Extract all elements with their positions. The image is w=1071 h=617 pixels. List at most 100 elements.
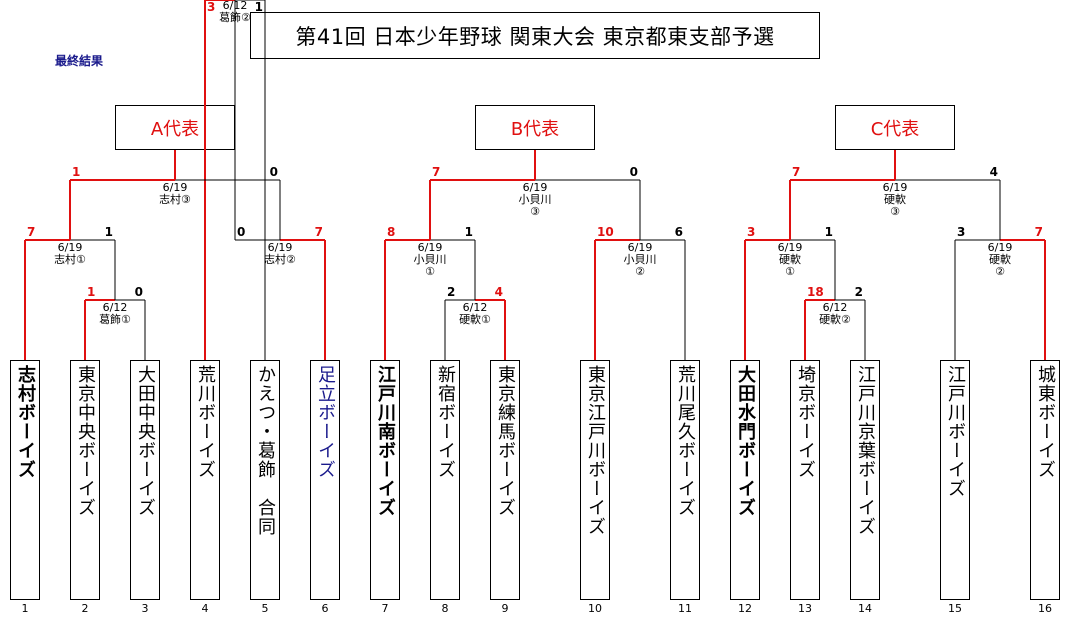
match-venue: 志村② — [264, 253, 296, 266]
score-left: 0 — [237, 225, 246, 239]
score-right: 0 — [134, 285, 143, 299]
score-right: 6 — [674, 225, 683, 239]
title-text: 第41回 日本少年野球 関東大会 東京都東支部予選 — [295, 24, 775, 49]
match-date: 6/19 — [417, 241, 443, 254]
score-right: 7 — [314, 225, 323, 239]
team-box: 江戸川南ボーイズ — [370, 360, 400, 600]
score-left: 3 — [207, 0, 216, 14]
team-name: 足立ボーイズ — [315, 365, 336, 479]
score-right: 1 — [824, 225, 833, 239]
match-date: 6/12 — [822, 301, 848, 314]
match-date: 6/19 — [987, 241, 1013, 254]
team-name: かえつ・葛飾 合同 — [255, 365, 276, 536]
team-box: 東京江戸川ボーイズ — [580, 360, 610, 600]
score-left: 3 — [747, 225, 756, 239]
team-number: 5 — [261, 602, 269, 615]
team-name: 荒川ボーイズ — [195, 365, 216, 479]
team-name: 東京練馬ボーイズ — [495, 365, 516, 517]
match-date: 6/19 — [57, 241, 83, 254]
match-venue: 葛飾① — [99, 313, 131, 326]
team-box: 城東ボーイズ — [1030, 360, 1060, 600]
team-box: 志村ボーイズ — [10, 360, 40, 600]
match-venue: 小貝川 ① — [413, 253, 447, 278]
match-date: 6/19 — [522, 181, 548, 194]
match-venue: 葛飾② — [219, 11, 251, 24]
match-date: 6/12 — [462, 301, 488, 314]
match-venue: 志村① — [54, 253, 86, 266]
score-right: 0 — [629, 165, 638, 179]
team-name: 東京中央ボーイズ — [75, 365, 96, 517]
match-venue: 小貝川 ③ — [518, 193, 552, 218]
team-box: 新宿ボーイズ — [430, 360, 460, 600]
representative-c-box: C代表 — [835, 105, 955, 150]
team-number: 2 — [81, 602, 89, 615]
team-box: 大田中央ボーイズ — [130, 360, 160, 600]
team-number: 1 — [21, 602, 29, 615]
team-number: 6 — [321, 602, 329, 615]
match-date: 6/19 — [777, 241, 803, 254]
score-left: 7 — [432, 165, 441, 179]
team-box: 江戸川ボーイズ — [940, 360, 970, 600]
match-venue: 硬軟② — [819, 313, 851, 326]
team-number: 4 — [201, 602, 209, 615]
representative-b-box: B代表 — [475, 105, 595, 150]
final-results-label: 最終結果 — [55, 54, 104, 68]
score-right: 4 — [989, 165, 998, 179]
team-name: 東京江戸川ボーイズ — [585, 365, 606, 536]
match-date: 6/19 — [882, 181, 908, 194]
score-left: 18 — [807, 285, 824, 299]
match-venue: 志村③ — [159, 193, 191, 206]
team-box: 大田水門ボーイズ — [730, 360, 760, 600]
match-date: 6/12 — [102, 301, 128, 314]
match-date: 6/12 — [222, 0, 248, 12]
team-name: 江戸川ボーイズ — [945, 365, 966, 498]
team-number: 12 — [738, 602, 752, 615]
team-name: 大田中央ボーイズ — [135, 365, 156, 517]
team-number: 3 — [141, 602, 149, 615]
team-box: 東京練馬ボーイズ — [490, 360, 520, 600]
team-number: 13 — [798, 602, 812, 615]
team-number: 10 — [588, 602, 602, 615]
score-right: 7 — [1034, 225, 1043, 239]
match-venue: 硬軟 ② — [989, 253, 1011, 278]
score-left: 1 — [87, 285, 96, 299]
score-left: 2 — [447, 285, 456, 299]
team-number: 7 — [381, 602, 389, 615]
team-number: 9 — [501, 602, 509, 615]
match-date: 6/19 — [267, 241, 293, 254]
representative-b-label: B代表 — [510, 118, 560, 140]
score-right: 2 — [854, 285, 863, 299]
team-number: 11 — [678, 602, 692, 615]
team-name: 大田水門ボーイズ — [735, 365, 756, 517]
team-name: 埼京ボーイズ — [795, 365, 816, 479]
tournament-title: 第41回 日本少年野球 関東大会 東京都東支部予選 — [250, 12, 820, 59]
team-number: 14 — [858, 602, 872, 615]
score-left: 7 — [792, 165, 801, 179]
score-left: 7 — [27, 225, 36, 239]
team-box: 荒川ボーイズ — [190, 360, 220, 600]
score-right: 0 — [269, 165, 278, 179]
match-venue: 小貝川 ② — [623, 253, 657, 278]
team-box: 東京中央ボーイズ — [70, 360, 100, 600]
team-box: 足立ボーイズ — [310, 360, 340, 600]
team-name: 荒川尾久ボーイズ — [675, 365, 696, 517]
match-date: 6/19 — [627, 241, 653, 254]
team-name: 江戸川京葉ボーイズ — [855, 365, 876, 536]
score-left: 10 — [597, 225, 614, 239]
match-venue: 硬軟 ③ — [884, 193, 906, 218]
team-number: 16 — [1038, 602, 1052, 615]
team-number: 8 — [441, 602, 449, 615]
